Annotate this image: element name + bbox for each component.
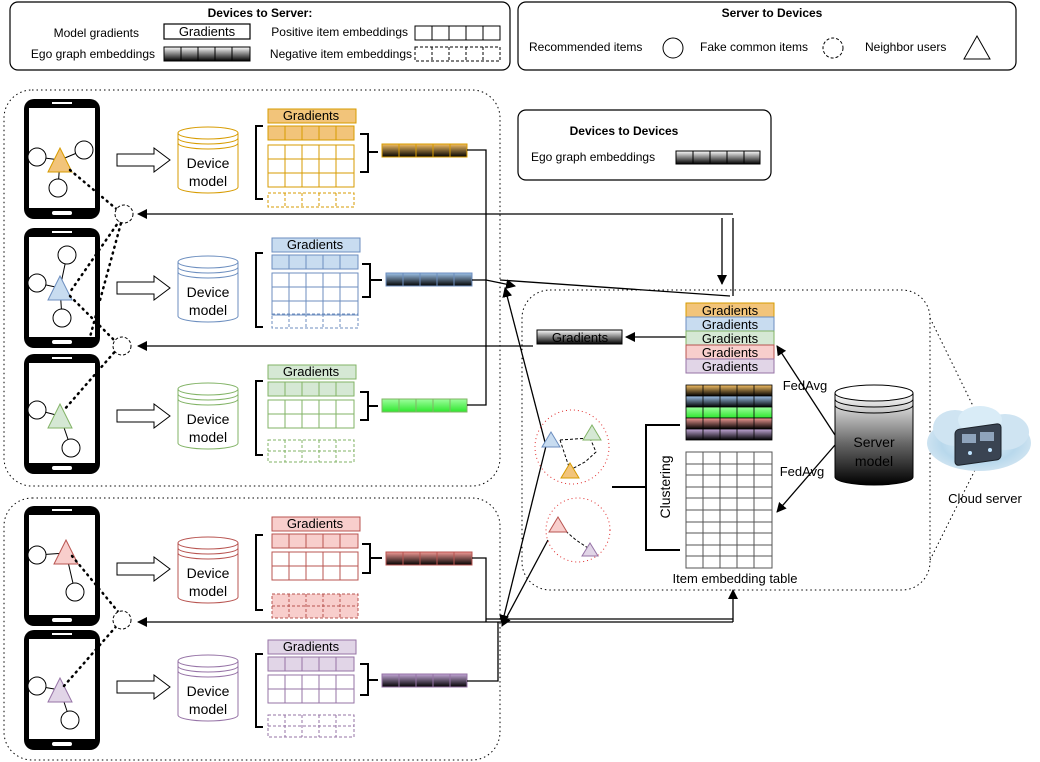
user-cluster-1	[534, 409, 610, 485]
gradients-label-orange: Gradients	[283, 108, 340, 123]
legend-negative-item-vector	[414, 46, 501, 62]
device-model-label: model	[189, 701, 227, 717]
server-gradients-vector: Gradients	[536, 329, 623, 345]
device-model-label: Device	[187, 683, 230, 699]
device-group-1	[3, 89, 501, 487]
device-model-label: model	[189, 583, 227, 599]
legend-ego-graph-label: Ego graph embeddings	[31, 47, 155, 61]
legend-d2d-ego-graph-vector	[675, 150, 761, 165]
device-model-label: Device	[187, 155, 230, 171]
gradients-label-purple: Gradients	[283, 639, 340, 654]
connection-lines	[137, 149, 738, 682]
device-model-purple: Device model	[177, 654, 239, 722]
legend-title-server-to-devices: Server to Devices	[722, 6, 823, 20]
user-cluster-2	[545, 497, 611, 563]
ego-embeddings-stack	[685, 384, 773, 441]
device-model-label: model	[189, 429, 227, 445]
fake-common-item-1	[114, 204, 134, 224]
cloud-server-icon	[927, 406, 1031, 471]
embedding-block-orange: Gradients	[255, 108, 468, 208]
gradients-label-red: Gradients	[287, 516, 344, 531]
phone-device-4	[24, 506, 100, 626]
device-model-red: Device model	[177, 536, 239, 604]
device-model-label: Device	[187, 565, 230, 581]
fake-common-item-links	[62, 168, 126, 688]
server-model-label: model	[855, 453, 893, 469]
stack-gradients-label: Gradients	[702, 359, 759, 374]
legend-gradients-box	[163, 23, 251, 40]
gradients-label-blue: Gradients	[287, 237, 344, 252]
legend-neighbor-users-label: Neighbor users	[865, 40, 946, 54]
legend-model-gradients-label: Model gradients	[54, 26, 139, 40]
fake-common-item-2	[112, 336, 132, 356]
hollow-arrows	[116, 147, 171, 700]
user-icon-red	[53, 538, 79, 565]
legend-negative-item-label: Negative item embeddings	[270, 47, 412, 61]
legend-server-to-devices: Server to Devices Recommended items Fake…	[517, 1, 1017, 71]
stack-gradients-label: Gradients	[702, 331, 759, 346]
device-model-label: model	[189, 302, 227, 318]
legend-title-devices-to-devices: Devices to Devices	[570, 124, 679, 138]
phone-device-2	[24, 228, 100, 348]
phone-device-1	[24, 99, 100, 219]
phone-device-3	[24, 354, 100, 474]
legend-positive-item-label: Positive item embeddings	[271, 25, 408, 39]
legend-ego-graph-vector	[163, 46, 251, 62]
aggregated-gradients-stack: Gradients Gradients Gradients Gradients …	[685, 302, 775, 374]
clustering-label: Clustering	[657, 455, 673, 518]
fake-common-item-3	[112, 610, 132, 630]
embedding-block-blue: Gradients	[255, 237, 473, 329]
embedding-block-red: Gradients	[255, 516, 473, 619]
embedding-block-purple: Gradients	[255, 639, 468, 738]
user-icon-blue	[47, 274, 73, 301]
stack-gradients-label: Gradients	[702, 345, 759, 360]
gradients-label-green: Gradients	[283, 364, 340, 379]
legend-devices-to-server: Devices to Server: Model gradients Gradi…	[9, 1, 511, 71]
fedavg-label-top: FedAvg	[783, 378, 828, 393]
neighbor-user-icon	[963, 34, 991, 60]
recommended-item-icon	[662, 37, 684, 59]
device-model-orange: Device model	[177, 126, 239, 194]
device-model-green: Device model	[177, 382, 239, 450]
item-embedding-table-label: Item embedding table	[672, 571, 797, 586]
stack-gradients-label: Gradients	[702, 303, 759, 318]
user-icon-green	[47, 402, 73, 429]
phone-device-5	[24, 630, 100, 750]
device-model-blue: Device model	[177, 255, 239, 323]
server-model-label: Server	[853, 434, 895, 450]
user-icon-purple	[47, 676, 73, 703]
legend-devices-to-devices: Devices to Devices Ego graph embeddings	[517, 109, 772, 181]
device-model-label: Device	[187, 411, 230, 427]
legend-title-devices-to-server: Devices to Server:	[208, 6, 313, 20]
cloud-server-label: Cloud server	[948, 491, 1022, 506]
legend-positive-item-vector	[414, 25, 501, 41]
server-gradients-label: Gradients	[552, 330, 609, 345]
server-model: Server model	[834, 384, 914, 486]
legend-d2d-ego-graph-label: Ego graph embeddings	[531, 150, 655, 164]
legend-fake-common-items-label: Fake common items	[700, 40, 808, 54]
item-embedding-table	[685, 451, 773, 569]
stack-gradients-label: Gradients	[702, 317, 759, 332]
fake-common-item-icon	[822, 37, 844, 59]
user-icon-orange	[47, 146, 73, 173]
device-model-label: model	[189, 173, 227, 189]
legend-recommended-items-label: Recommended items	[529, 40, 642, 54]
fedavg-label-bottom: FedAvg	[780, 464, 825, 479]
device-model-label: Device	[187, 284, 230, 300]
legend-gradients-box-label: Gradients	[179, 24, 236, 39]
embedding-block-green: Gradients	[255, 364, 468, 463]
